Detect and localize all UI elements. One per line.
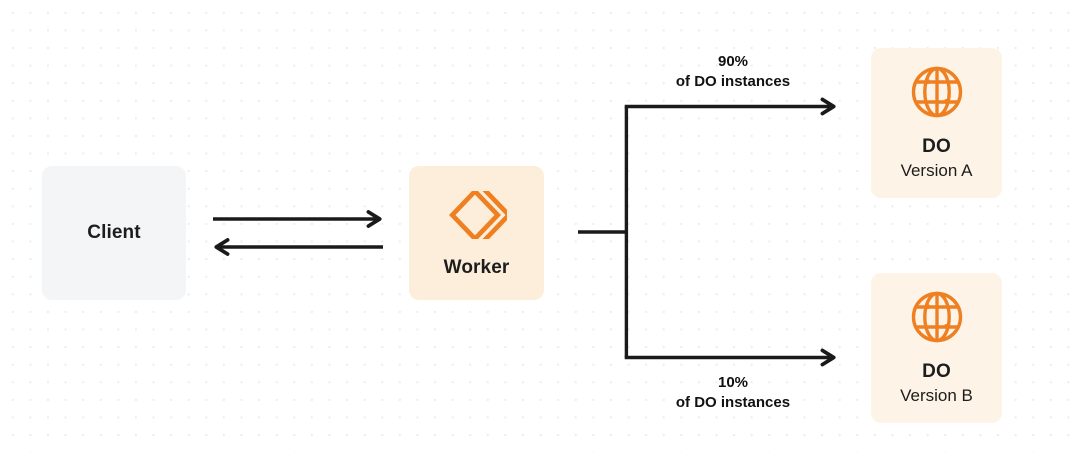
edge-label-do-b-description: of DO instances [675, 394, 791, 412]
node-do-version-b: DO Version B [871, 273, 1002, 423]
node-do-version-b-sublabel: Version B [900, 386, 973, 406]
node-client-label: Client [87, 222, 141, 244]
node-worker: Worker [409, 166, 544, 300]
node-do-version-a-sublabel: Version A [900, 161, 973, 181]
node-do-version-a: DO Version A [871, 48, 1002, 198]
node-do-version-b-label: DO [922, 361, 951, 383]
globe-icon [909, 289, 965, 345]
edge-label-do-a-percent: 90% [717, 53, 749, 70]
globe-icon [909, 64, 965, 120]
edge-label-do-b: 10% of DO instances [627, 373, 839, 414]
node-worker-label: Worker [443, 257, 510, 279]
node-client: Client [42, 166, 186, 300]
edge-worker-branch-trunk [578, 106, 629, 358]
edge-label-do-a-description: of DO instances [675, 73, 791, 91]
edge-label-do-b-percent: 10% [717, 374, 749, 391]
cloudflare-workers-icon [447, 187, 512, 243]
edge-label-do-a: 90% of DO instances [627, 52, 839, 93]
node-do-version-a-label: DO [922, 136, 951, 158]
